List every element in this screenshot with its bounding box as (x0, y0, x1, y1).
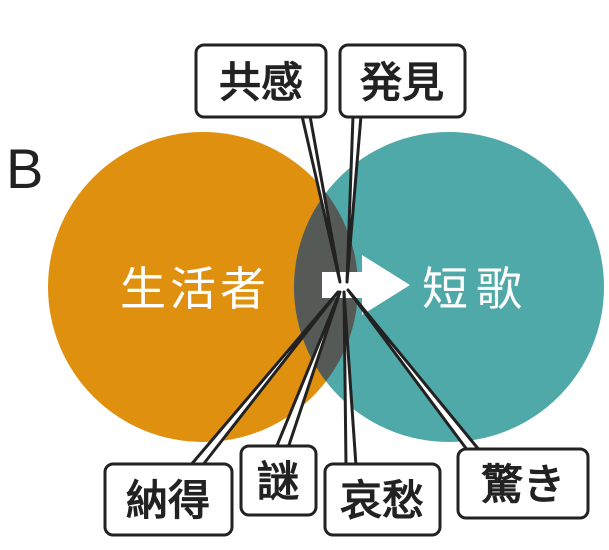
callout-box-odoroki (456, 447, 590, 520)
panel-label: B (6, 137, 43, 200)
right-circle-label: 短歌 (422, 262, 530, 316)
callout-text-aishu: 哀愁 (340, 476, 424, 525)
callout-text-odoroki: 驚き (481, 460, 565, 509)
left-circle-label: 生活者 (120, 262, 270, 316)
callout-box-nazo (239, 444, 318, 517)
arrow-icon (322, 255, 410, 315)
right-circle (294, 132, 604, 442)
callout-box-hakken (338, 43, 467, 119)
callout-box-aishu (323, 462, 442, 537)
callout-box-kyokan (194, 43, 328, 119)
callout-text-nazo: 謎 (257, 457, 299, 506)
callout-tails (188, 114, 482, 468)
callout-text-kyokan: 共感 (219, 58, 303, 107)
callout-text-nattoku: 納得 (126, 476, 210, 525)
callout-text-hakken: 発見 (360, 58, 444, 107)
callout-box-nattoku (103, 462, 234, 537)
